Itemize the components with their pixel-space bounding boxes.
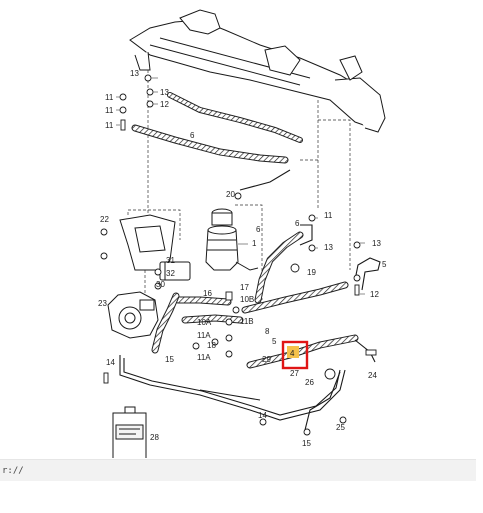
label-17: 17 — [240, 283, 249, 292]
label-24: 24 — [368, 371, 377, 380]
label-13: 13 — [324, 243, 333, 252]
label-11: 11 — [324, 211, 333, 220]
label-6: 6 — [295, 219, 300, 228]
label-13: 13 — [130, 69, 139, 78]
footer-text: r:// — [2, 466, 24, 476]
braided-hoses — [131, 92, 359, 369]
label-30: 30 — [156, 280, 165, 289]
label-8: 8 — [265, 327, 270, 336]
label-29: 29 — [262, 355, 271, 364]
label-14: 14 — [106, 358, 115, 367]
label-18: 18 — [207, 341, 216, 350]
label-32: 32 — [166, 269, 175, 278]
label-10B: 10B — [240, 295, 254, 304]
footer-url-bar: r:// — [0, 459, 476, 481]
label-4: 4 — [290, 349, 295, 358]
label-19: 19 — [307, 268, 316, 277]
label-15: 15 — [302, 439, 311, 448]
label-26: 26 — [305, 378, 314, 387]
label-12: 12 — [160, 100, 169, 109]
label-14: 14 — [258, 411, 267, 420]
label-11B: 11B — [240, 317, 254, 326]
label-20: 20 — [226, 190, 235, 199]
label-leaders — [116, 77, 365, 295]
power-steering-exploded-diagram: 4 13 11 13 12 11 11 6 20 11 6 13 13 22 1… — [98, 9, 387, 458]
label-31: 31 — [166, 256, 175, 265]
label-12: 12 — [370, 290, 379, 299]
label-28: 28 — [150, 433, 159, 442]
pump — [107, 291, 159, 339]
label-16: 16 — [203, 289, 212, 298]
label-1: 1 — [252, 239, 257, 248]
part-labels: 13 11 13 12 11 11 6 20 11 6 13 13 22 1 6… — [98, 69, 387, 448]
label-11A: 11A — [197, 331, 211, 340]
steering-rack — [129, 9, 386, 133]
label-6: 6 — [190, 131, 195, 140]
highlight-part-4[interactable]: 4 — [281, 340, 309, 370]
reservoir — [205, 208, 259, 271]
label-13: 13 — [160, 88, 169, 97]
label-11A: 11A — [197, 353, 211, 362]
leader-lines — [127, 70, 351, 300]
label-5: 5 — [382, 260, 387, 269]
label-23: 23 — [98, 299, 107, 308]
bracket — [119, 214, 191, 281]
label-22: 22 — [100, 215, 109, 224]
label-6: 6 — [256, 225, 261, 234]
label-11: 11 — [105, 106, 114, 115]
pipes — [119, 169, 381, 431]
hardware — [100, 74, 377, 436]
label-15: 15 — [165, 355, 174, 364]
label-11: 11 — [105, 121, 114, 130]
label-5: 5 — [272, 337, 277, 346]
label-25: 25 — [336, 423, 345, 432]
label-27: 27 — [290, 369, 299, 378]
label-11: 11 — [105, 93, 114, 102]
label-10A: 10A — [197, 318, 212, 327]
label-13: 13 — [372, 239, 381, 248]
fluid-can — [112, 406, 147, 458]
